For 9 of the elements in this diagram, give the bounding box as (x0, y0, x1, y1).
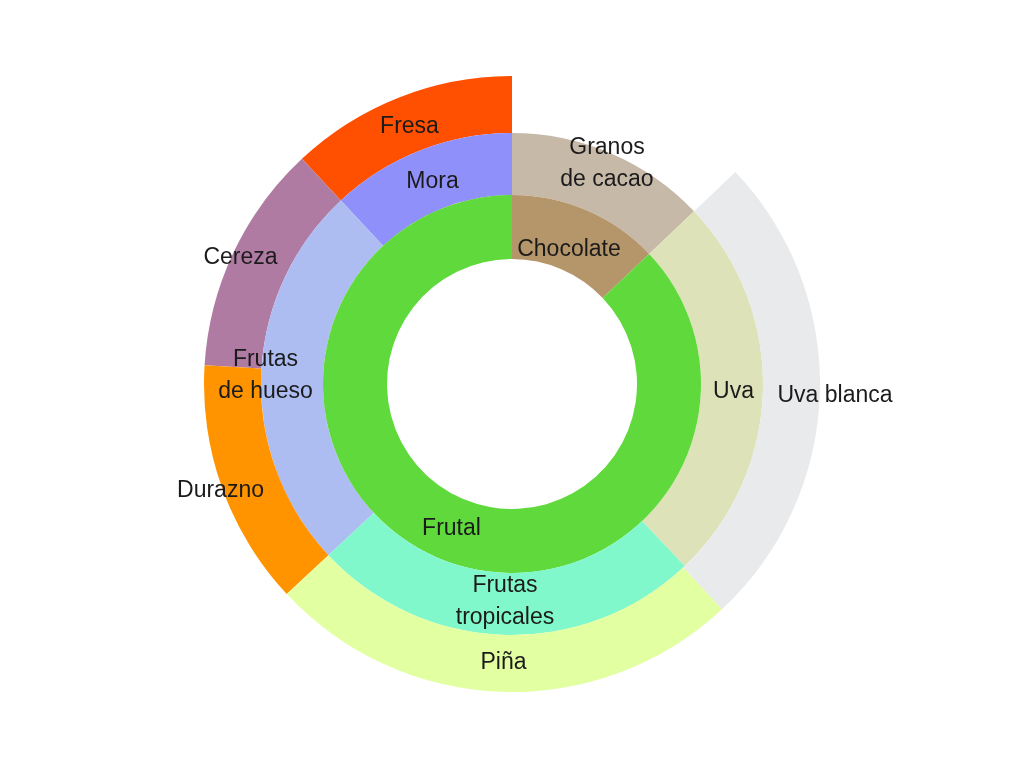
segment-label: Uva (712, 376, 755, 405)
segment-label: Granos de cacao (559, 132, 655, 193)
segment-label: Frutal (421, 513, 482, 542)
segment-label: Mora (405, 166, 460, 195)
segment-label: Fresa (379, 111, 440, 140)
segment-label: Chocolate (516, 234, 622, 263)
segment-label: Uva blanca (776, 380, 894, 409)
segment-label: Frutas tropicales (455, 570, 555, 631)
segment-label: Piña (479, 647, 528, 676)
